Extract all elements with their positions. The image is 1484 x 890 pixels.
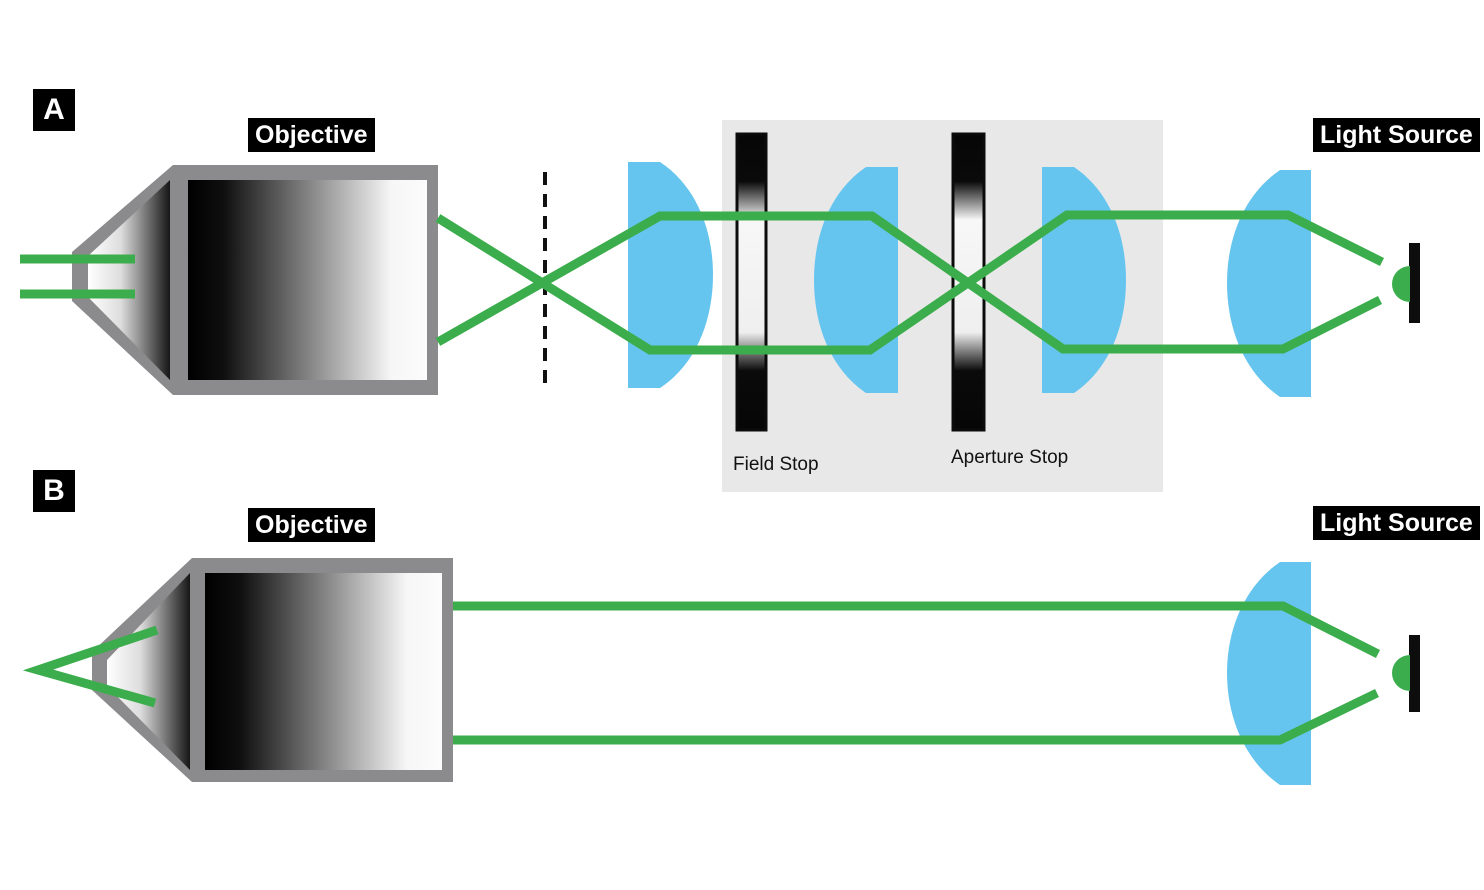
lamp-filament-b (1392, 655, 1410, 691)
light-source-label-b: Light Source (1313, 506, 1480, 540)
lamp-filament-a (1392, 266, 1410, 302)
relay-lens-right (1042, 167, 1126, 393)
objective-label-a: Objective (248, 118, 375, 152)
ray-b-focus-cone (22, 625, 159, 708)
lamp-plane-b (1409, 635, 1420, 712)
lamp-plane-a (1409, 243, 1420, 323)
aperture-stop-label: Aperture Stop (951, 447, 1069, 468)
ray-a-lower (435, 211, 1383, 354)
field-stop-bar (735, 132, 768, 432)
panel-a-badge: A (33, 89, 75, 131)
collector-lens-a (1227, 170, 1311, 397)
field-stop-label: Field Stop (733, 454, 819, 475)
light-source-label-a: Light Source (1313, 118, 1480, 152)
objective-barrel-b (205, 573, 442, 770)
collector-lens-b (1227, 562, 1311, 785)
ray-b-upper (453, 601, 1381, 659)
ray-b-lower (453, 688, 1379, 745)
objective-barrel-a (188, 180, 427, 380)
objective-tip-a (88, 180, 170, 380)
panel-b-badge: B (33, 470, 75, 512)
objective-tip-b (107, 573, 190, 770)
objective-label-b: Objective (248, 508, 375, 542)
